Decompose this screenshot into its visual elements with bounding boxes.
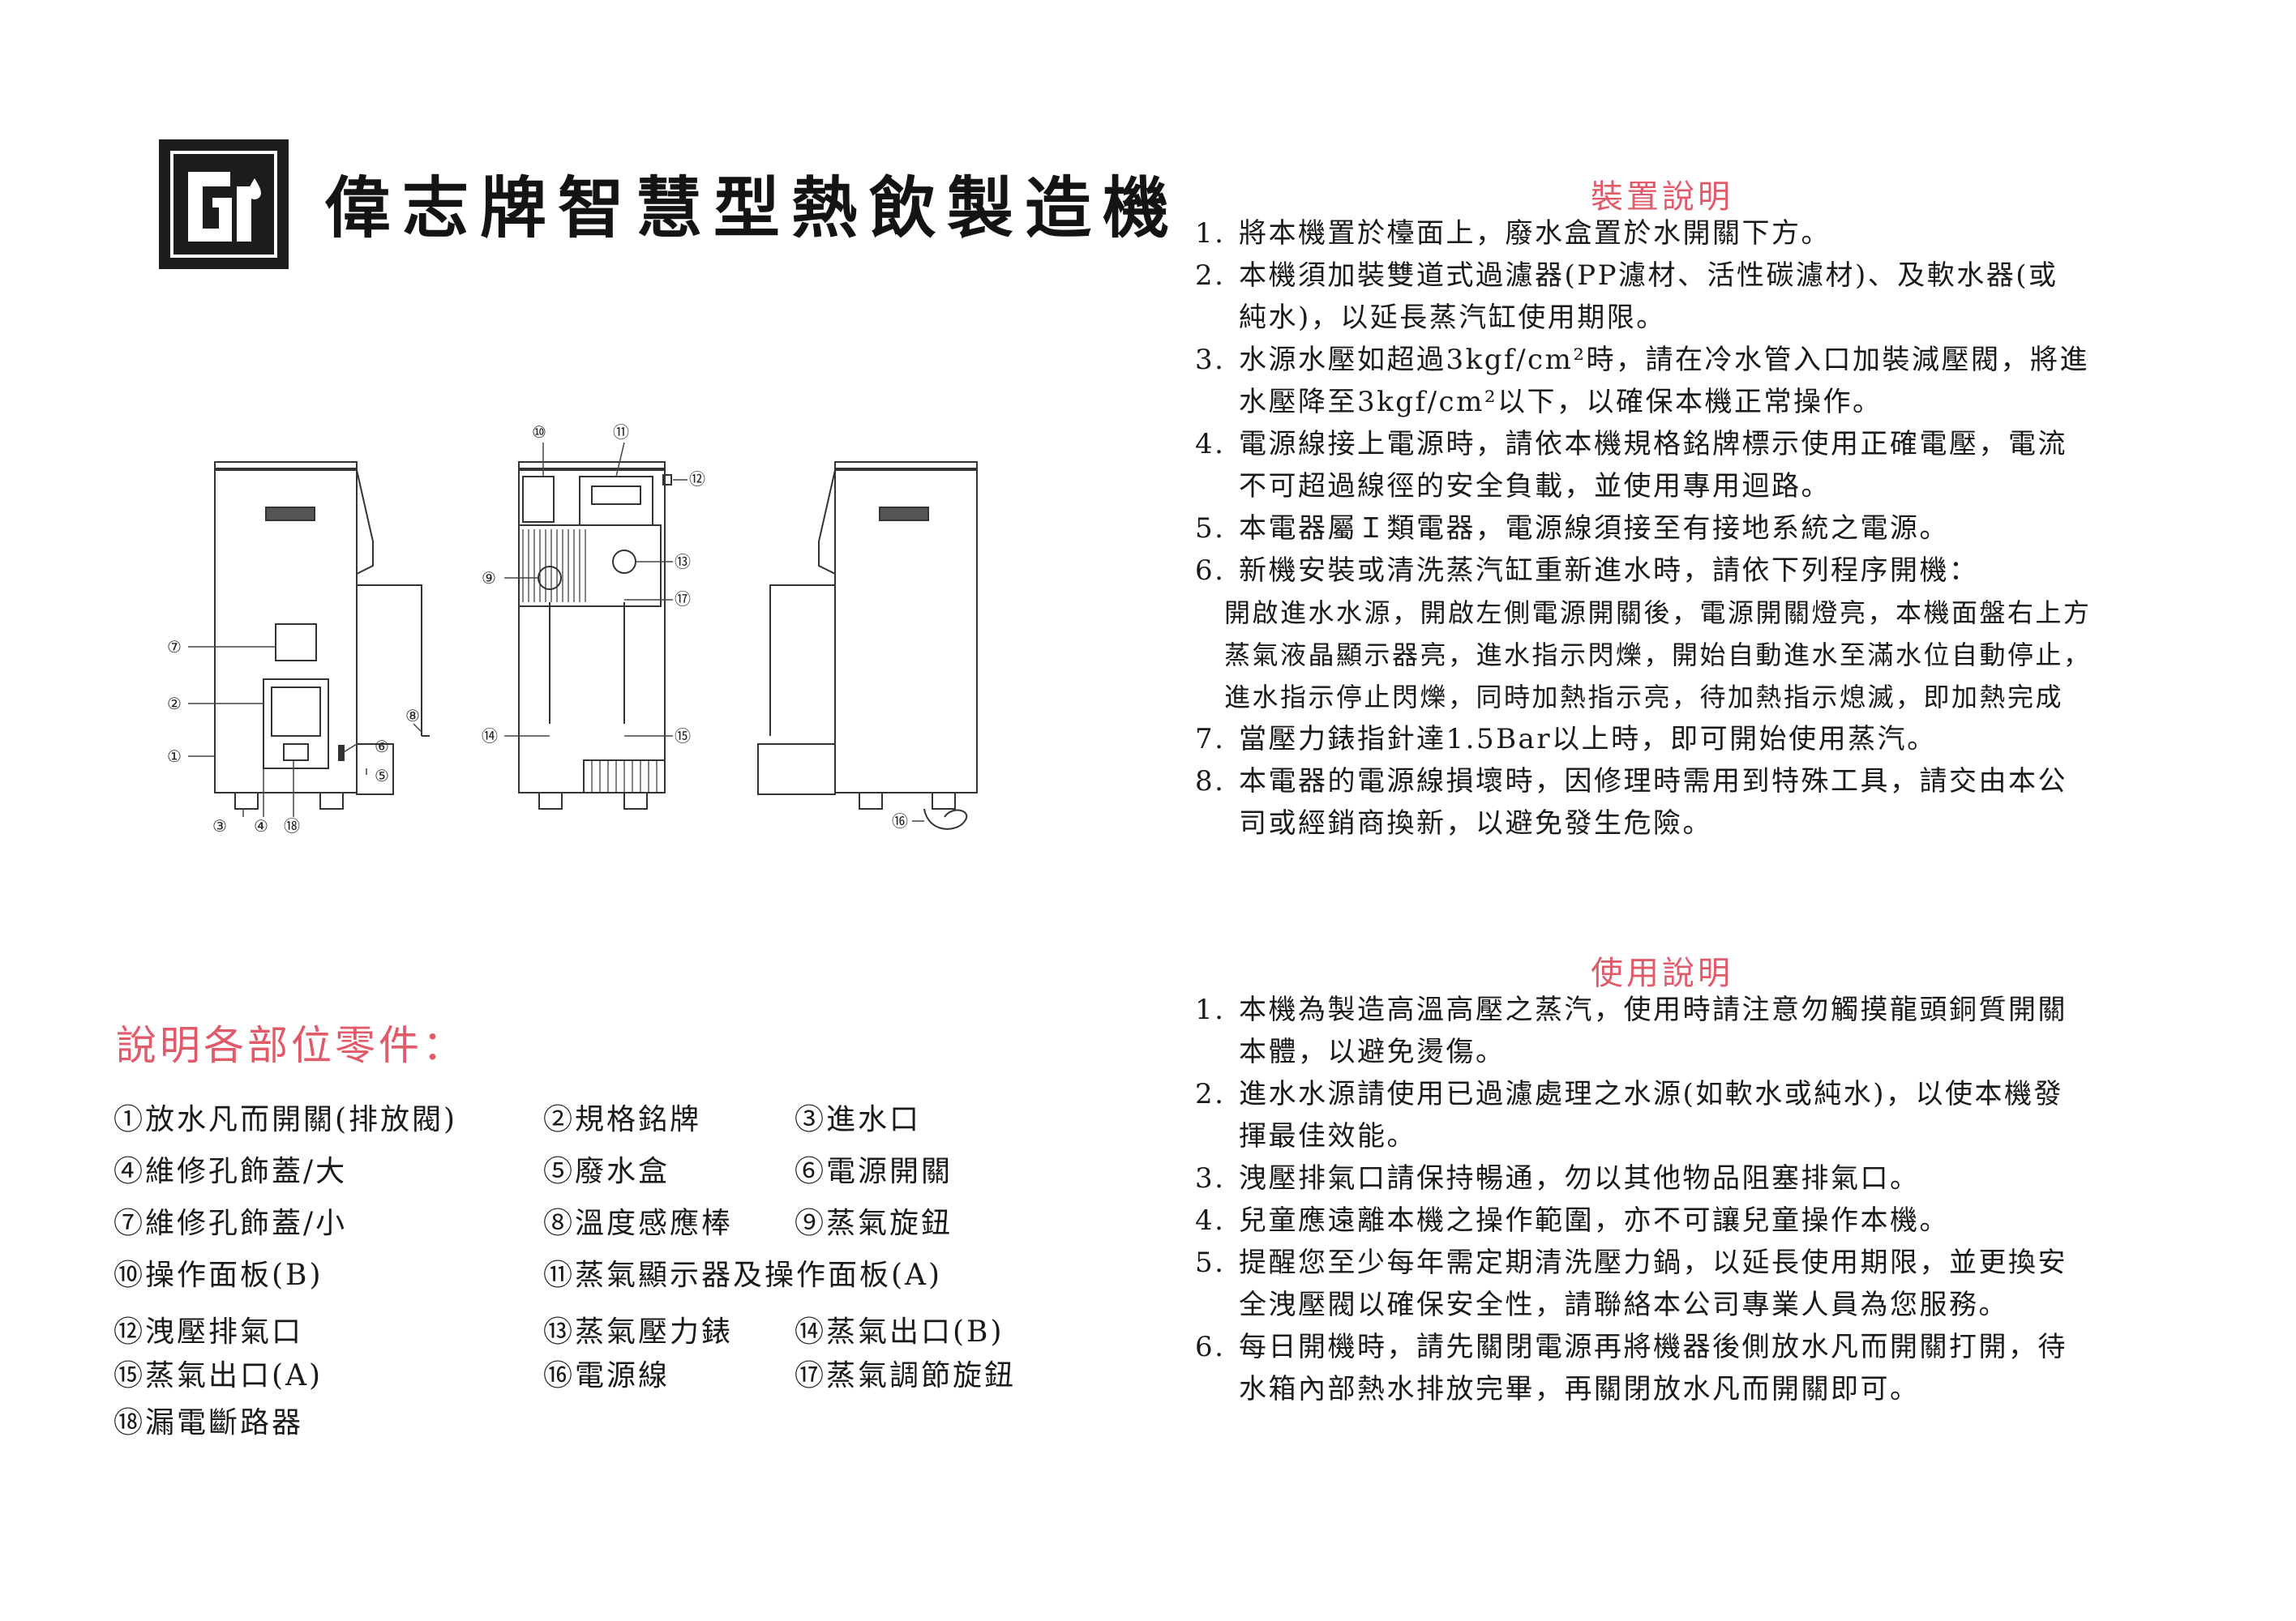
part-item: ⑫洩壓排氣口: [114, 1315, 304, 1349]
part-item: ⑦維修孔飾蓋/小: [114, 1207, 348, 1240]
diagram-label: ⑧: [405, 706, 420, 725]
part-item: ④維修孔飾蓋/大: [114, 1155, 348, 1188]
part-item: ⑥電源開關: [795, 1155, 953, 1188]
diagram-label: ⑩: [532, 422, 546, 442]
diagram-label: ⑭: [482, 726, 498, 746]
usage-title: 使用說明: [1591, 955, 1733, 992]
part-item: ⑰蒸氣調節旋鈕: [795, 1359, 1017, 1392]
part-item: ⑨蒸氣旋鈕: [795, 1207, 953, 1240]
part-item: ①放水凡而開關(排放閥): [114, 1103, 458, 1136]
install-item: 3. 水源水壓如超過3kgf/cm²時，請在冷水管入口加裝減壓閥，將進 水壓降至…: [1195, 344, 2089, 418]
side-view-right: [757, 461, 978, 830]
install-item: 8. 本電器的電源線損壞時，因修理時需用到特殊工具，請交由本公 司或經銷商換新，…: [1195, 765, 2067, 840]
diagram-label: ⑱: [284, 816, 300, 836]
diagram-label: ⑬: [675, 552, 691, 571]
diagram-label: ④: [254, 816, 268, 836]
diagram-label: ③: [212, 816, 227, 836]
diagram-label: ⑪: [613, 422, 629, 442]
install-subtext-line: 開啟進水水源，開啟左側電源開關後，電源開關燈亮，本機面盤右上方: [1224, 597, 2092, 628]
part-item: ③進水口: [795, 1103, 922, 1136]
part-item: ⑭蒸氣出口(B): [795, 1315, 1004, 1349]
part-item: ⑮蒸氣出口(A): [114, 1359, 323, 1392]
part-item: ⑪蒸氣顯示器及操作面板(A): [543, 1259, 943, 1292]
diagram-label: ⑥: [375, 737, 389, 756]
parts-heading: 說明各部位零件：: [116, 1022, 466, 1069]
part-item: ②規格銘牌: [543, 1103, 702, 1136]
usage-item: 2. 進水水源請使用已過濾處理之水源(如軟水或純水)，以使本機發 揮最佳效能。: [1195, 1078, 2064, 1153]
brand-logo-mark-icon: [188, 172, 261, 242]
part-item: ⑱漏電斷路器: [114, 1406, 304, 1439]
part-item: ⑤廢水盒: [543, 1155, 670, 1188]
usage-item: 6. 每日開機時，請先關閉電源再將機器後側放水凡而開關打開，待 水箱內部熱水排放…: [1195, 1331, 2067, 1405]
install-item: 6. 新機安裝或清洗蒸汽缸重新進水時，請依下列程序開機：: [1195, 554, 1979, 587]
install-item: 7. 當壓力錶指針達1.5Bar以上時，即可開始使用蒸汽。: [1195, 723, 1937, 755]
diagram-label: ⑤: [375, 766, 389, 785]
install-item: 2. 本機須加裝雙道式過濾器(PP濾材、活性碳濾材)、及軟水器(或 純水)，以延…: [1195, 259, 2058, 334]
diagram-label: ⑮: [675, 726, 691, 746]
side-view-left: [214, 461, 430, 810]
install-item: 4. 電源線接上電源時，請依本機規格銘牌標示使用正確電壓，電流 不可超過線徑的安…: [1195, 428, 2067, 503]
usage-item: 4. 兒童應遠離本機之操作範圍，亦不可讓兒童操作本機。: [1195, 1204, 1949, 1237]
diagram-label: ②: [167, 694, 182, 713]
usage-list: 1. 本機為製造高溫高壓之蒸汽，使用時請注意勿觸摸龍頭銅質開關 本體，以避免燙傷…: [1195, 989, 2265, 1410]
diagram-label: ①: [167, 746, 182, 766]
part-item: ⑬蒸氣壓力錶: [543, 1315, 734, 1349]
machine-diagram: ⑩ ⑪ ⑫ ⑬ ⑨ ⑰ ⑦ ② ⑧ ⑥ ① ⑤ ⑭ ⑮ ③ ④ ⑱ ⑯: [167, 422, 978, 836]
install-item: 5. 本電器屬Ｉ類電器，電源線須接至有接地系統之電源。: [1195, 512, 1949, 545]
brand-logo: [159, 139, 289, 269]
diagram-label: ⑦: [167, 637, 182, 657]
usage-item: 3. 洩壓排氣口請保持暢通，勿以其他物品阻塞排氣口。: [1195, 1162, 1920, 1195]
diagram-label: ⑰: [675, 589, 691, 609]
install-title: 裝置說明: [1591, 178, 1733, 216]
install-item: 1. 將本機置於檯面上，廢水盒置於水開關下方。: [1195, 217, 1831, 250]
usage-item: 1. 本機為製造高溫高壓之蒸汽，使用時請注意勿觸摸龍頭銅質開關 本體，以避免燙傷…: [1195, 994, 2067, 1068]
part-item: ⑯電源線: [543, 1359, 670, 1392]
install-subtext-line: 蒸氣液晶顯示器亮，進水指示閃爍，開始自動進水至滿水位自動停止，: [1224, 639, 2092, 670]
install-subtext-line: 進水指示停止閃爍，同時加熱指示亮，待加熱指示熄滅，即加熱完成: [1224, 682, 2064, 712]
diagram-label: ⑨: [482, 568, 496, 588]
part-item: ⑩操作面板(B): [114, 1259, 323, 1292]
part-item: ⑧溫度感應棒: [543, 1207, 734, 1240]
diagram-label: ⑯: [892, 811, 908, 831]
install-list: 1. 將本機置於檯面上，廢水盒置於水開關下方。 2. 本機須加裝雙道式過濾器(P…: [1195, 212, 2265, 845]
usage-item: 5. 提醒您至少每年需定期清洗壓力鍋，以延長使用期限，並更換安 全洩壓閥以確保安…: [1195, 1247, 2067, 1321]
document-title: 偉志牌智慧型熱飲製造機: [324, 169, 1181, 247]
front-view: [518, 461, 672, 810]
diagram-label: ⑫: [689, 469, 705, 489]
